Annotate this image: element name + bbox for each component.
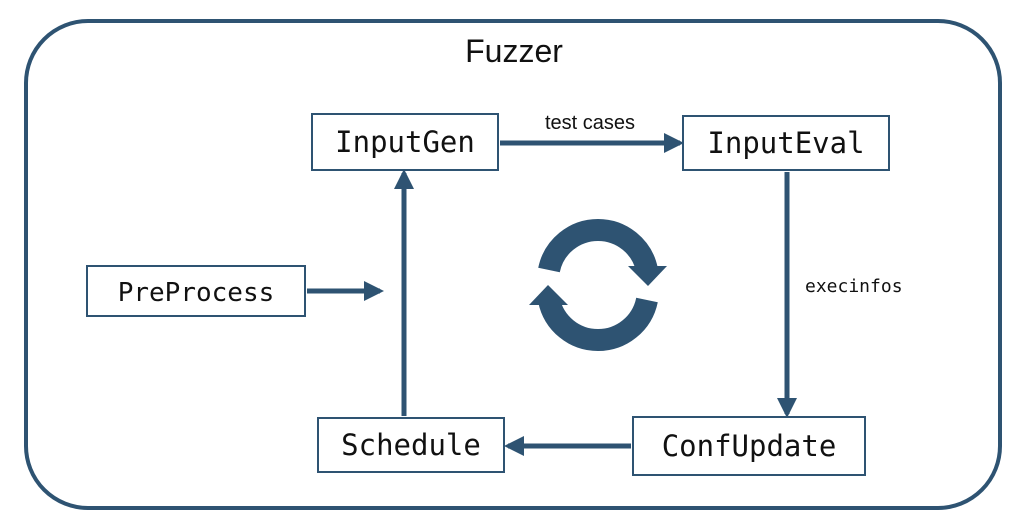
- cycle-icon-left-arrowhead: [529, 285, 568, 305]
- edge-label-test-cases: test cases: [545, 112, 635, 134]
- node-inputeval-box: [682, 115, 890, 171]
- node-confupdate: ConfUpdate: [632, 416, 866, 476]
- node-preprocess: PreProcess: [86, 265, 306, 317]
- node-schedule: Schedule: [317, 417, 505, 473]
- node-confupdate-label: ConfUpdate: [662, 429, 837, 463]
- cycle-icon-bottom-arc: [538, 297, 658, 352]
- node-inputeval-label: InputEval: [707, 126, 864, 160]
- node-preprocess-label: PreProcess: [118, 278, 275, 308]
- node-schedule-label: Schedule: [341, 428, 481, 462]
- node-inputeval: InputEval: [682, 115, 890, 171]
- diagram-title: Fuzzer: [465, 33, 563, 69]
- edge-label-execinfos: execinfos: [805, 276, 903, 297]
- node-confupdate-box: [632, 416, 866, 476]
- node-inputgen: InputGen: [311, 113, 499, 171]
- node-inputgen-label: InputGen: [335, 125, 475, 159]
- cycle-icon-right-arrowhead: [628, 266, 667, 286]
- cycle-icon-top-arc: [538, 218, 658, 273]
- node-inputgen-box: [311, 113, 499, 171]
- cycle-icon: [529, 218, 667, 352]
- node-schedule-box: [317, 417, 505, 473]
- node-preprocess-box: [86, 265, 306, 317]
